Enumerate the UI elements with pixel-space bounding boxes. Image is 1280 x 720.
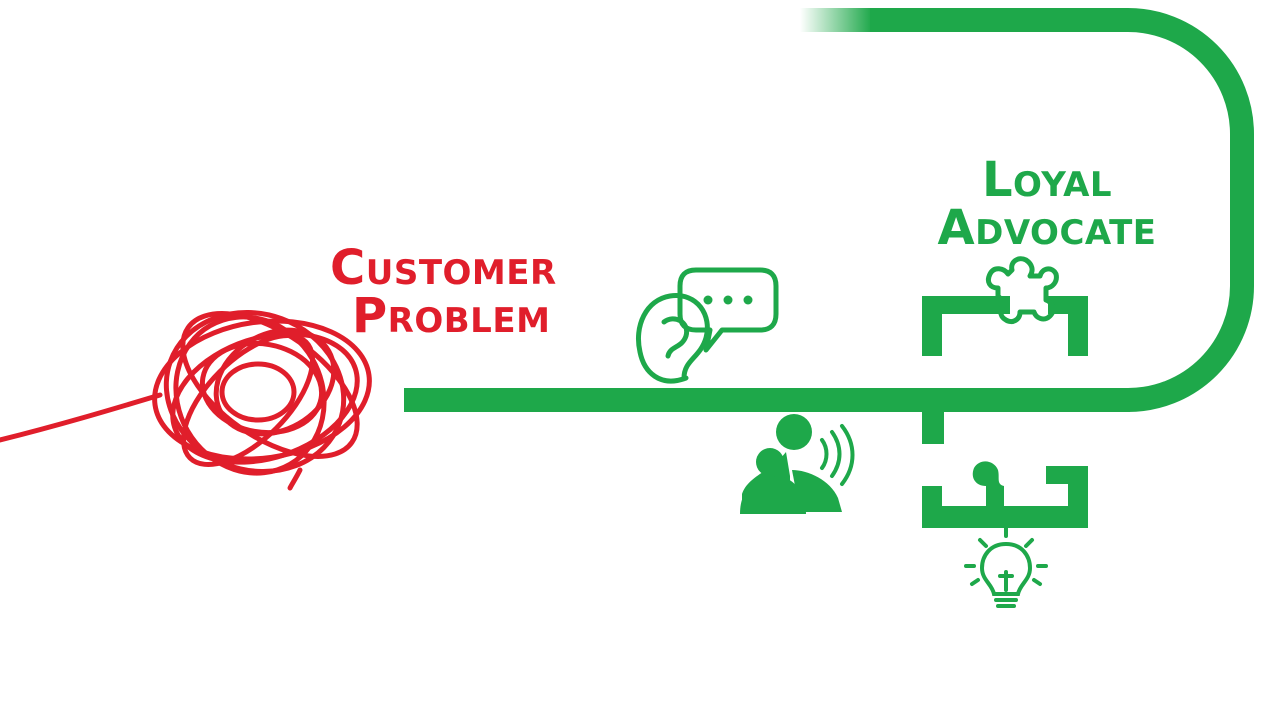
listening-ear-icon (636, 293, 710, 384)
lightbulb-icon (964, 526, 1048, 608)
support-agent-icon (740, 414, 855, 514)
customer-problem-label: Customer Problem (330, 244, 557, 340)
loyal-advocate-line2: Advocate (937, 200, 1157, 256)
customer-problem-line2: Problem (352, 288, 551, 344)
speech-bubble-icon (677, 267, 779, 353)
loyal-advocate-label: Loyal Advocate (926, 156, 1168, 252)
puzzle-piece-icon (985, 256, 1059, 325)
puzzle-frame-top (922, 296, 1088, 444)
puzzle-frame-bottom (922, 461, 1088, 528)
customer-problem-line1: Customer (330, 240, 557, 296)
tangled-thread-icon (0, 310, 372, 491)
loyal-advocate-line1: Loyal (981, 152, 1113, 208)
journey-path (404, 8, 1254, 412)
